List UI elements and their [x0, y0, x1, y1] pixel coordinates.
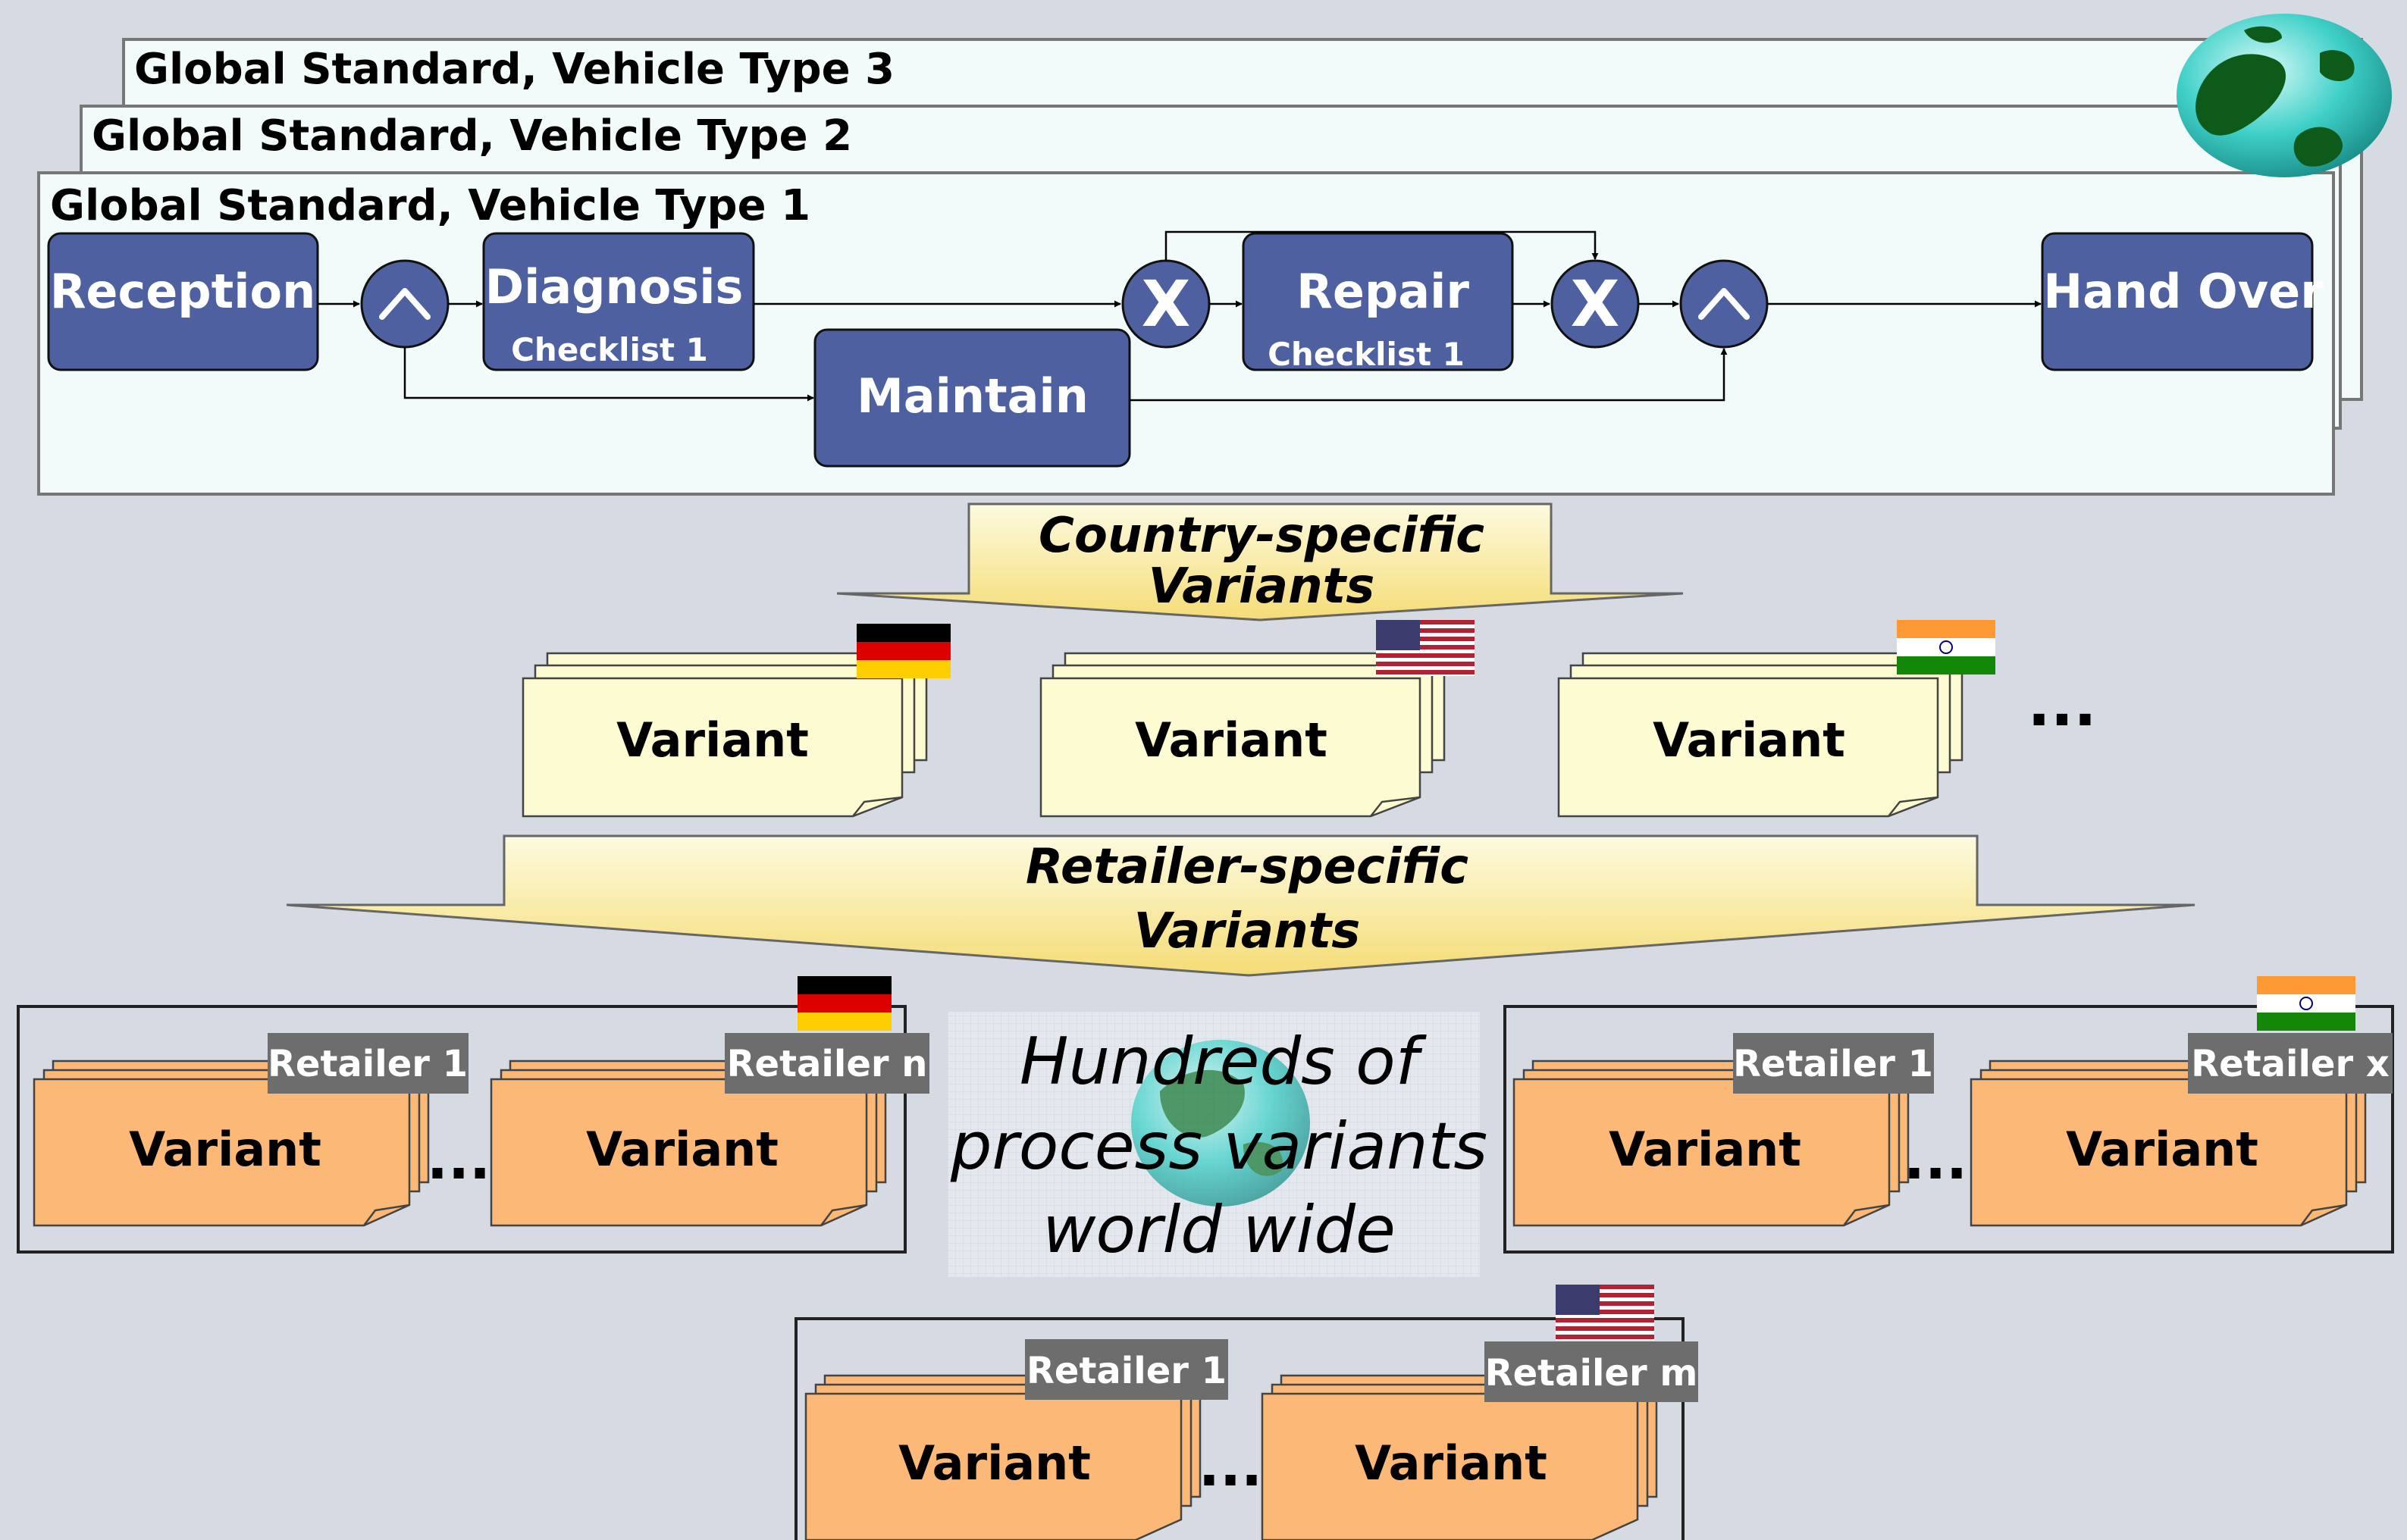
repair-checklist: Checklist 1: [1268, 336, 1465, 373]
retailer-tag: Retailer 1: [1025, 1339, 1228, 1400]
india-flag-icon: [2257, 976, 2355, 1031]
retailer-tag-label: Retailer 1: [1733, 1043, 1933, 1085]
diagnosis-checklist: Checklist 1: [511, 331, 708, 368]
globe-icon: [2177, 14, 2392, 177]
retailer-ellipsis: ...: [1904, 1127, 1967, 1192]
retailer-tag-label: Retailer 1: [1026, 1350, 1227, 1392]
country-arrow-line2: Variants: [1149, 559, 1375, 615]
variant-label: Variant: [129, 1122, 321, 1177]
retailer-group-germany: Variant ... Variant Retailer 1 Retailer …: [17, 976, 929, 1254]
repair-label: Repair: [1296, 264, 1469, 319]
xor-gateway-split: X: [1121, 259, 1211, 349]
retailer-arrow-line2: Variants: [1134, 903, 1361, 959]
edge-xor-bypass: [1164, 230, 1599, 261]
variant-label: Variant: [2066, 1122, 2258, 1177]
repair-box: Repair Checklist 1: [1242, 232, 1514, 373]
retailer-group-india: Variant ... Variant Retailer 1 Retailer …: [1503, 976, 2394, 1254]
and-gateway-split: [360, 259, 450, 349]
retailer-specific-arrow: Retailer-specific Variants: [286, 834, 2195, 977]
retailer-tag-label: Retailer x: [2191, 1043, 2390, 1085]
reception-label: Reception: [50, 264, 316, 319]
germany-flag-icon: [798, 976, 892, 1031]
retailer-ellipsis: ...: [1199, 1434, 1262, 1499]
hand-over-label: Hand Over: [2043, 264, 2324, 319]
retailer-variant-first: Variant: [33, 1060, 430, 1227]
retailer-tag: Retailer 1: [1733, 1033, 1934, 1094]
globe-watermark-icon: [1131, 1040, 1310, 1207]
germany-flag-icon: [857, 624, 951, 678]
retailer-ellipsis: ...: [427, 1127, 490, 1192]
country-specific-arrow: Country-specific Variants: [836, 502, 1684, 621]
and-gateway-join: [1679, 259, 1769, 349]
variant-label: Variant: [1609, 1122, 1801, 1177]
retailer-tag-label: Retailer m: [1485, 1352, 1698, 1394]
retailer-tag: Retailer m: [1484, 1341, 1698, 1402]
retailer-variant-first: Variant: [804, 1374, 1202, 1540]
retailer-arrow-line1: Retailer-specific: [1026, 839, 1468, 895]
retailer-tag: Retailer n: [725, 1033, 929, 1094]
retailer-tag-label: Retailer n: [727, 1043, 928, 1085]
variant-label: Variant: [1135, 712, 1327, 768]
maintain-label: Maintain: [857, 368, 1089, 424]
xor-split-label: X: [1142, 267, 1191, 341]
standard-title-type3: Global Standard, Vehicle Type 3: [134, 45, 895, 94]
maintain-box: Maintain: [813, 328, 1131, 468]
usa-flag-icon: [1556, 1285, 1654, 1341]
hundreds-line2: process variants: [950, 1109, 1487, 1185]
variant-label: Variant: [898, 1435, 1091, 1491]
hundreds-of-variants-panel: Hundreds of process variants world wide: [948, 1012, 1487, 1277]
edge-maintain-and: [1130, 348, 1728, 402]
standard-title-type2: Global Standard, Vehicle Type 2: [92, 111, 852, 161]
diagnosis-label: Diagnosis: [485, 259, 744, 315]
hand-over-box: Hand Over: [2041, 232, 2324, 371]
hundreds-line3: world wide: [1042, 1192, 1396, 1268]
hundreds-line1: Hundreds of: [1020, 1024, 1428, 1100]
more-countries-ellipsis: ...: [2027, 669, 2096, 740]
retailer-tag-label: Retailer 1: [268, 1043, 468, 1085]
xor-gateway-join: X: [1550, 259, 1640, 349]
process-connectors: [318, 230, 2042, 402]
retailer-group-usa: Variant ... Variant Retailer 1 Retailer …: [794, 1285, 1698, 1540]
diagnosis-box: Diagnosis Checklist 1: [482, 232, 755, 371]
country-arrow-line1: Country-specific: [1039, 508, 1484, 564]
variant-label: Variant: [1355, 1435, 1547, 1491]
usa-flag-icon: [1376, 620, 1475, 676]
retailer-tag: Retailer x: [2188, 1033, 2393, 1094]
variant-label: Variant: [586, 1122, 779, 1177]
standard-title-type1: Global Standard, Vehicle Type 1: [50, 181, 810, 230]
country-variant-india: Variant: [1557, 652, 1964, 818]
retailer-variant-last: Variant: [1261, 1374, 1658, 1540]
country-variant-usa: Variant: [1039, 652, 1446, 818]
xor-join-label: X: [1571, 267, 1620, 341]
variant-label: Variant: [1653, 712, 1845, 768]
retailer-tag: Retailer 1: [268, 1033, 469, 1094]
reception-box: Reception: [47, 232, 319, 371]
edge-and-maintain: [403, 347, 814, 402]
india-flag-icon: [1897, 620, 1995, 675]
country-variant-germany: Variant: [522, 652, 928, 818]
variant-label: Variant: [616, 712, 809, 768]
